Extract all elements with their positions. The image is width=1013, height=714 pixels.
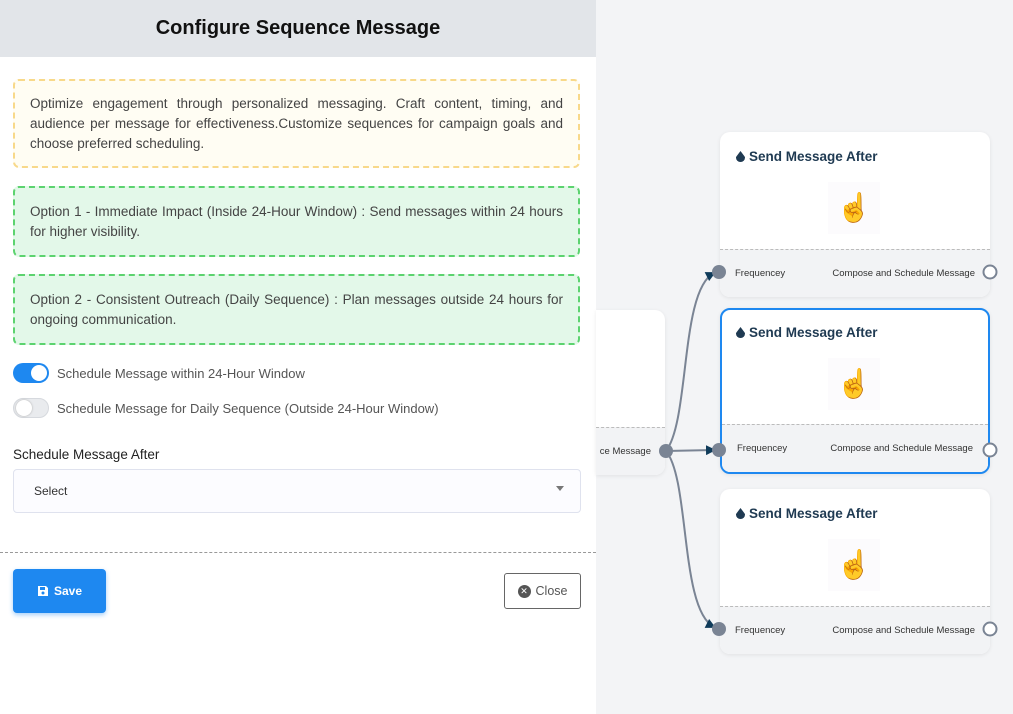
edge[interactable] bbox=[665, 450, 716, 628]
toggle-switch-off[interactable] bbox=[13, 398, 49, 418]
schedule-after-select[interactable]: Select bbox=[13, 469, 581, 513]
caret-down-icon bbox=[556, 486, 564, 491]
close-label: Close bbox=[535, 584, 568, 598]
node-input-label: Frequencey bbox=[735, 268, 786, 279]
option1-box: Option 1 - Immediate Impact (Inside 24-H… bbox=[13, 186, 580, 257]
node-output-label: Compose and Schedule Message bbox=[832, 268, 975, 279]
toggle-switch-on[interactable] bbox=[13, 363, 49, 383]
save-button[interactable]: Save bbox=[13, 569, 106, 613]
save-label: Save bbox=[53, 584, 83, 598]
toggle-label: Schedule Message for Daily Sequence (Out… bbox=[57, 400, 439, 416]
edge[interactable] bbox=[665, 445, 716, 456]
pointer-hand-icon[interactable]: ☝ bbox=[828, 358, 880, 410]
node-send-message-after[interactable]: Send Message After ☝ Frequencey Compose a… bbox=[720, 132, 990, 297]
configure-panel: Configure Sequence Message Optimize enga… bbox=[0, 0, 596, 714]
node-title: Send Message After bbox=[749, 325, 878, 340]
edge[interactable] bbox=[665, 272, 716, 452]
drop-icon bbox=[736, 151, 745, 162]
node-input-label: Frequencey bbox=[737, 443, 788, 454]
option2-box: Option 2 - Consistent Outreach (Daily Se… bbox=[13, 274, 580, 345]
node-send-message-after-selected[interactable]: Send Message After ☝ Frequencey Compose a… bbox=[720, 308, 990, 474]
panel-title: Configure Sequence Message bbox=[0, 0, 596, 57]
pointer-hand-icon[interactable]: ☝ bbox=[828, 539, 880, 591]
node-output-label: Compose and Schedule Message bbox=[832, 625, 975, 636]
close-button[interactable]: ✕ Close bbox=[504, 573, 581, 609]
select-value: Select bbox=[34, 484, 68, 498]
source-node[interactable]: ce Message bbox=[596, 310, 665, 475]
pointer-hand-icon[interactable]: ☝ bbox=[828, 182, 880, 234]
close-circle-icon: ✕ bbox=[517, 584, 531, 598]
toggle-daily-sequence[interactable]: Schedule Message for Daily Sequence (Out… bbox=[13, 398, 439, 418]
toggle-24-hour[interactable]: Schedule Message within 24-Hour Window bbox=[13, 363, 305, 383]
node-title: Send Message After bbox=[749, 149, 878, 164]
node-input-label: Frequencey bbox=[735, 625, 786, 636]
node-send-message-after[interactable]: Send Message After ☝ Frequencey Compose a… bbox=[720, 489, 990, 654]
divider bbox=[0, 552, 596, 553]
node-output-label: Compose and Schedule Message bbox=[830, 443, 973, 454]
toggle-label: Schedule Message within 24-Hour Window bbox=[57, 365, 305, 381]
drop-icon bbox=[736, 327, 745, 338]
schedule-after-label: Schedule Message After bbox=[13, 447, 160, 462]
floppy-disk-icon bbox=[37, 586, 48, 596]
drop-icon bbox=[736, 508, 745, 519]
info-box: Optimize engagement through personalized… bbox=[13, 79, 580, 168]
node-title: Send Message After bbox=[749, 506, 878, 521]
node-output-label: ce Message bbox=[599, 446, 651, 457]
